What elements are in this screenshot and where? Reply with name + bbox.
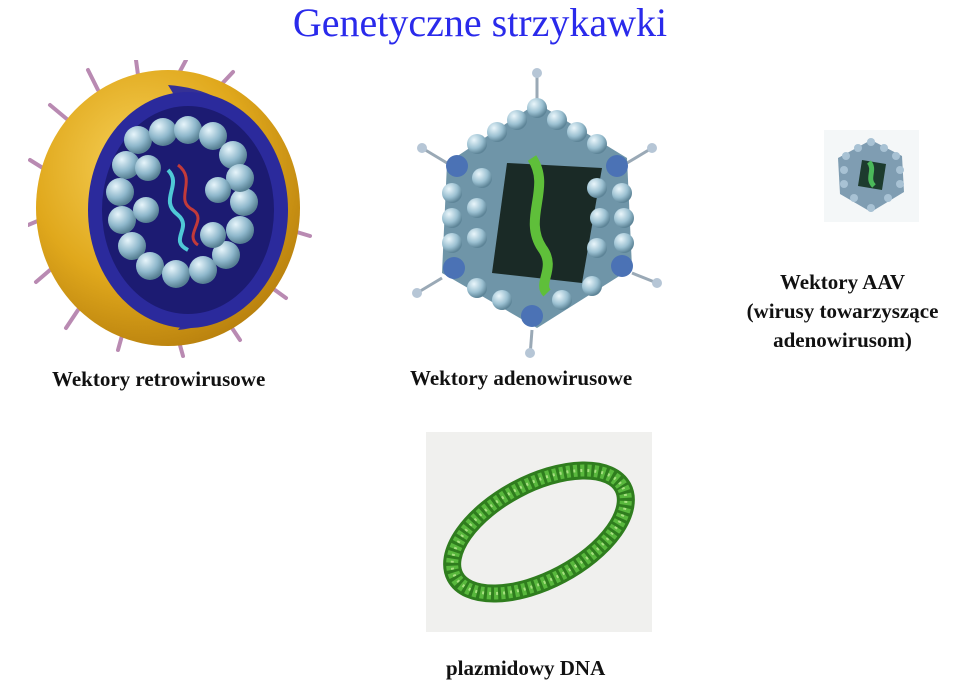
caption-aav-line1: Wektory AAV bbox=[779, 270, 906, 294]
caption-plasmid-dna: plazmidowy DNA bbox=[446, 656, 606, 680]
plasmid-dna-illustration bbox=[426, 432, 652, 632]
caption-adenoviral-vectors: Wektory adenowirusowe bbox=[410, 366, 633, 390]
adenovirus-illustration bbox=[412, 68, 662, 358]
caption-aav-vectors: Wektory AAV (wirusy towarzyszące adenowi… bbox=[725, 268, 960, 355]
retrovirus-illustration bbox=[28, 60, 312, 358]
caption-retroviral-vectors: Wektory retrowirusowe bbox=[52, 367, 266, 391]
caption-aav-line2: (wirusy towarzyszące bbox=[746, 299, 939, 323]
aav-illustration bbox=[824, 130, 919, 222]
page-title: Genetyczne strzykawki bbox=[292, 0, 668, 45]
caption-aav-line3: adenowirusom) bbox=[773, 328, 912, 352]
